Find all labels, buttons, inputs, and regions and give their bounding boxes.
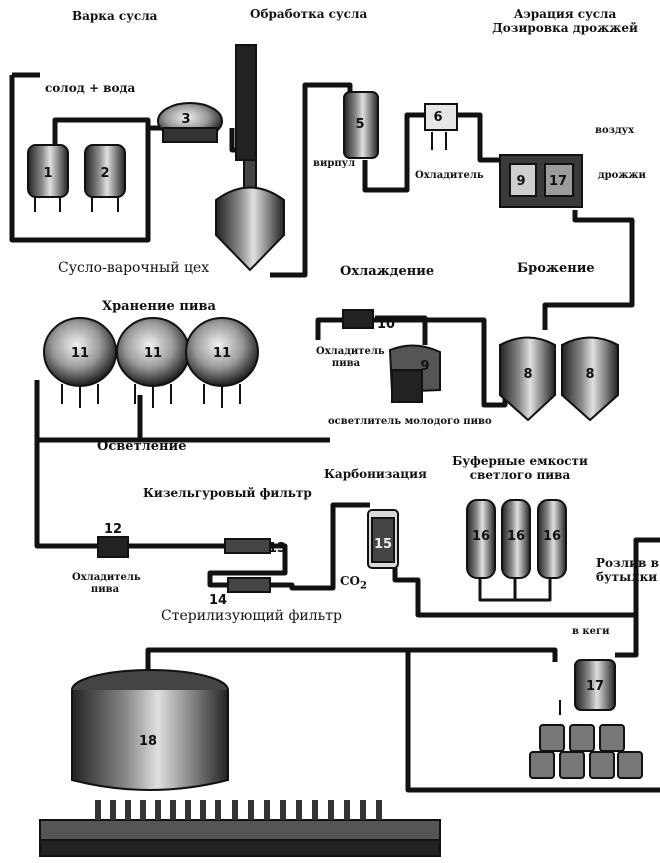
num-13: 13 bbox=[268, 541, 286, 556]
label-beer-cooler-10-line1: Охладитель bbox=[316, 346, 376, 358]
label-bottling: Розлив в бутылки bbox=[596, 557, 659, 585]
bottling-machine-18 bbox=[40, 670, 440, 856]
label-cooling: Охлаждение bbox=[340, 265, 434, 280]
label-buffer-line2: светлого пива bbox=[450, 469, 590, 483]
label-co2-main: CO bbox=[340, 574, 360, 588]
num-16c: 16 bbox=[543, 529, 561, 544]
label-buffer-line1: Буферные емкости bbox=[450, 455, 590, 469]
label-kegs: в кеги bbox=[572, 626, 610, 638]
label-sterilizing-filter: Стерилизующий фильтр bbox=[161, 608, 342, 624]
label-cooler-12-line1: Охладитель bbox=[72, 572, 138, 584]
label-beer-cooler-10: Охладитель пива bbox=[316, 346, 376, 369]
label-beer-storage: Хранение пива bbox=[102, 300, 216, 315]
wort-kettle bbox=[216, 45, 284, 270]
label-yeast: дрожжи bbox=[598, 170, 646, 182]
clarifier-9 bbox=[390, 345, 440, 402]
bottles bbox=[95, 800, 382, 820]
num-11c: 11 bbox=[213, 346, 231, 361]
label-cooler-12-line2: пива bbox=[72, 584, 138, 596]
num-16b: 16 bbox=[507, 529, 525, 544]
num-9-clarifier: 9 bbox=[420, 359, 429, 374]
label-whirlpool: вирпул bbox=[313, 158, 355, 170]
cooler-12 bbox=[98, 537, 128, 557]
label-co2: CO2 bbox=[340, 575, 367, 592]
num-2: 2 bbox=[100, 166, 109, 181]
num-1: 1 bbox=[43, 166, 52, 181]
num-5: 5 bbox=[355, 117, 364, 132]
label-clarification: Осветление bbox=[97, 440, 186, 455]
label-beer-cooler-10-line2: пива bbox=[316, 358, 376, 370]
num-18: 18 bbox=[139, 734, 157, 749]
kieselguhr-filter-13 bbox=[225, 539, 270, 553]
label-brewhouse: Сусло-варочный цех bbox=[58, 260, 209, 276]
label-aeration-line1: Аэрация сусла bbox=[470, 8, 660, 22]
label-wort-cooler: Охладитель bbox=[415, 170, 484, 182]
storage-tank-11c bbox=[186, 318, 258, 408]
label-aeration: Аэрация сусла Дозировка дрожжей bbox=[470, 8, 660, 36]
num-14: 14 bbox=[209, 593, 227, 608]
num-17-aeration: 17 bbox=[549, 174, 567, 189]
num-8a: 8 bbox=[523, 367, 532, 382]
label-bottling-line2: бутылки bbox=[596, 571, 659, 585]
num-17: 17 bbox=[586, 679, 604, 694]
num-10: 10 bbox=[377, 317, 395, 332]
label-young-beer-clarifier: осветлитель молодого пиво bbox=[328, 416, 492, 428]
label-fermentation: Брожение bbox=[517, 262, 595, 277]
num-8b: 8 bbox=[585, 367, 594, 382]
cooler-10 bbox=[343, 310, 373, 328]
num-12: 12 bbox=[104, 522, 122, 537]
num-9-aeration: 9 bbox=[516, 174, 525, 189]
aeration-unit bbox=[500, 155, 582, 207]
label-carbonation: Карбонизация bbox=[324, 468, 427, 482]
num-3: 3 bbox=[181, 112, 190, 127]
storage-tank-11a bbox=[44, 318, 116, 408]
num-6: 6 bbox=[433, 110, 442, 125]
label-buffer-tanks: Буферные емкости светлого пива bbox=[450, 455, 590, 483]
num-15: 15 bbox=[374, 537, 392, 552]
label-wort-boiling: Варка сусла bbox=[72, 10, 157, 24]
label-cooler-12: Охладитель пива bbox=[72, 572, 138, 595]
kegs bbox=[530, 725, 642, 778]
label-air: воздух bbox=[595, 125, 634, 137]
label-aeration-line2: Дозировка дрожжей bbox=[470, 22, 660, 36]
sterilizing-filter-14 bbox=[228, 578, 270, 592]
label-bottling-line1: Розлив в bbox=[596, 557, 659, 571]
num-16a: 16 bbox=[472, 529, 490, 544]
label-wort-processing: Обработка сусла bbox=[250, 8, 367, 22]
num-11a: 11 bbox=[71, 346, 89, 361]
num-11b: 11 bbox=[144, 346, 162, 361]
label-malt-water: солод + вода bbox=[45, 82, 135, 96]
label-kieselguhr-filter: Кизельгуровый фильтр bbox=[143, 487, 312, 501]
label-co2-subscript: 2 bbox=[360, 580, 367, 591]
storage-tank-11b bbox=[117, 318, 189, 408]
